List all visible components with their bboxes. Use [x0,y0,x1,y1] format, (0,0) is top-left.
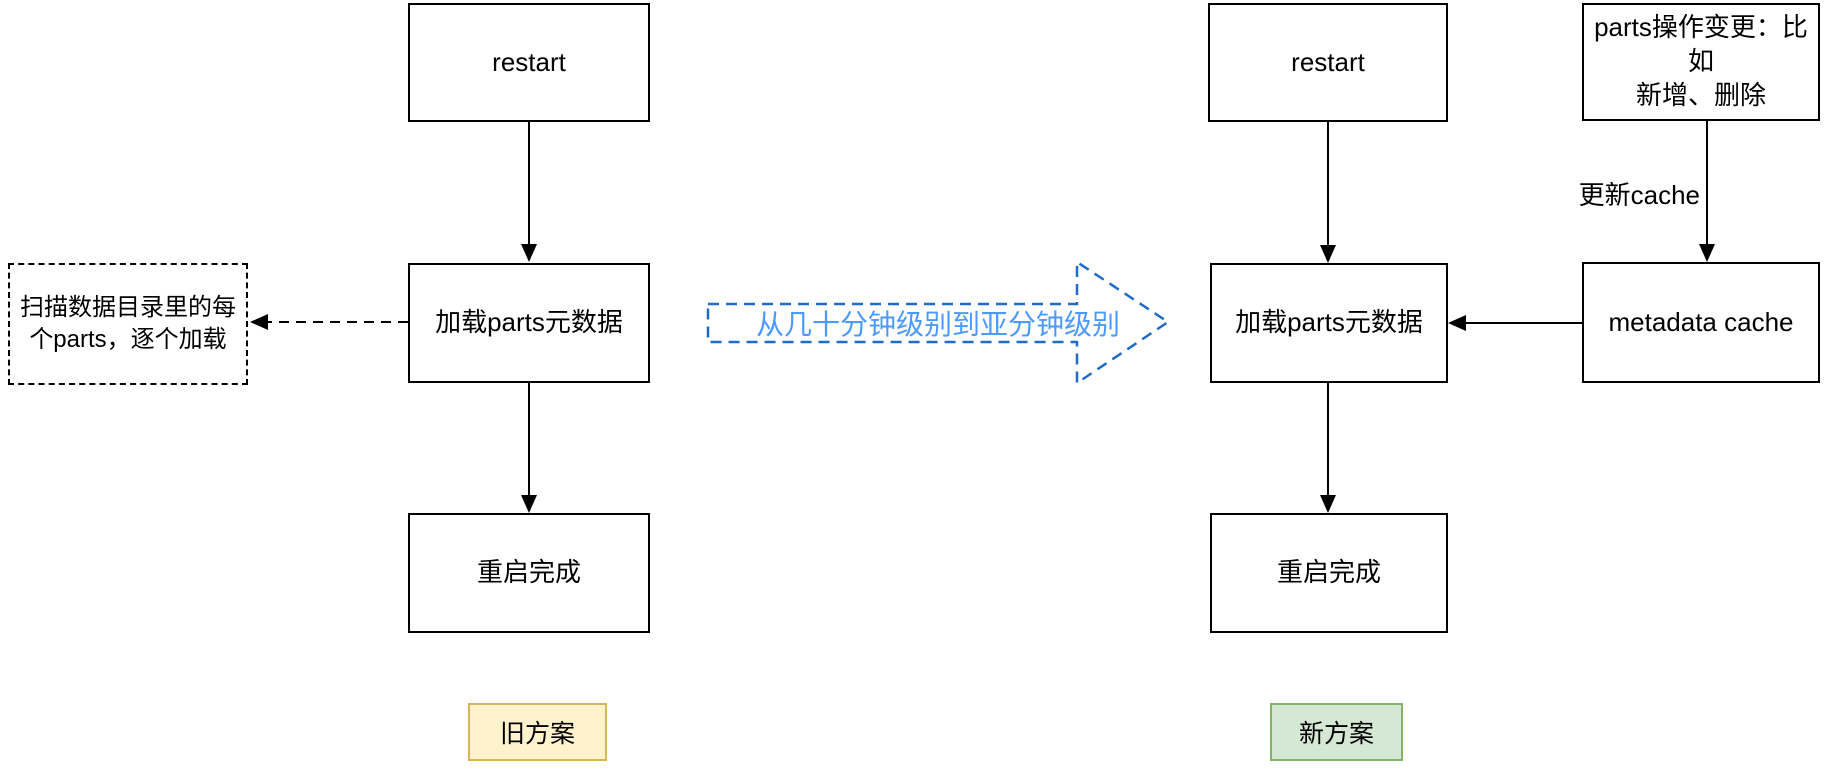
node-scan-note: 扫描数据目录里的每 个parts，逐个加载 [8,263,248,385]
arrowhead-cache-to-load [1448,315,1466,331]
old-scheme-badge-label: 旧方案 [499,720,575,748]
node-old-load-parts-metadata: 加载parts元数据 [408,263,650,383]
node-old-done-label: 重启完成 [476,557,581,588]
node-new-restart-done: 重启完成 [1210,513,1448,633]
arrowhead-new-restart-to-load [1320,245,1336,263]
arrowhead-old-load-to-scan-note [250,314,268,330]
node-old-load-label: 加载parts元数据 [435,307,623,338]
highlight-improvement-label: 从几十分钟级别到亚分钟级别 [755,309,1120,340]
node-old-restart-done: 重启完成 [408,513,650,633]
new-scheme-badge-label: 新方案 [1298,720,1374,748]
old-scheme-badge: 旧方案 [468,703,607,761]
new-scheme-badge: 新方案 [1270,703,1403,761]
node-new-load-label: 加载parts元数据 [1235,307,1423,338]
node-metadata-cache: metadata cache [1582,262,1820,383]
node-old-restart-label: restart [492,46,566,77]
node-new-restart-label: restart [1291,46,1365,77]
node-old-restart: restart [408,3,650,122]
arrowhead-old-load-to-done [521,495,537,513]
node-metadata-cache-label: metadata cache [1608,306,1794,337]
update-cache-edge-label: 更新cache [1500,179,1700,211]
node-new-load-parts-metadata: 加载parts元数据 [1210,263,1448,383]
node-parts-change: parts操作变更：比如 新增、删除 [1582,3,1820,121]
arrowhead-new-load-to-done [1320,495,1336,513]
highlight-improvement-arrow [706,259,1171,386]
arrowhead-parts-change-to-cache [1699,244,1715,262]
node-new-done-label: 重启完成 [1276,557,1381,588]
node-new-restart: restart [1208,3,1448,122]
parts-change-text: parts操作变更：比如 新增、删除 [1594,12,1808,110]
arrowhead-old-restart-to-load [521,244,537,262]
scan-note-text: 扫描数据目录里的每 个parts，逐个加载 [20,293,236,353]
